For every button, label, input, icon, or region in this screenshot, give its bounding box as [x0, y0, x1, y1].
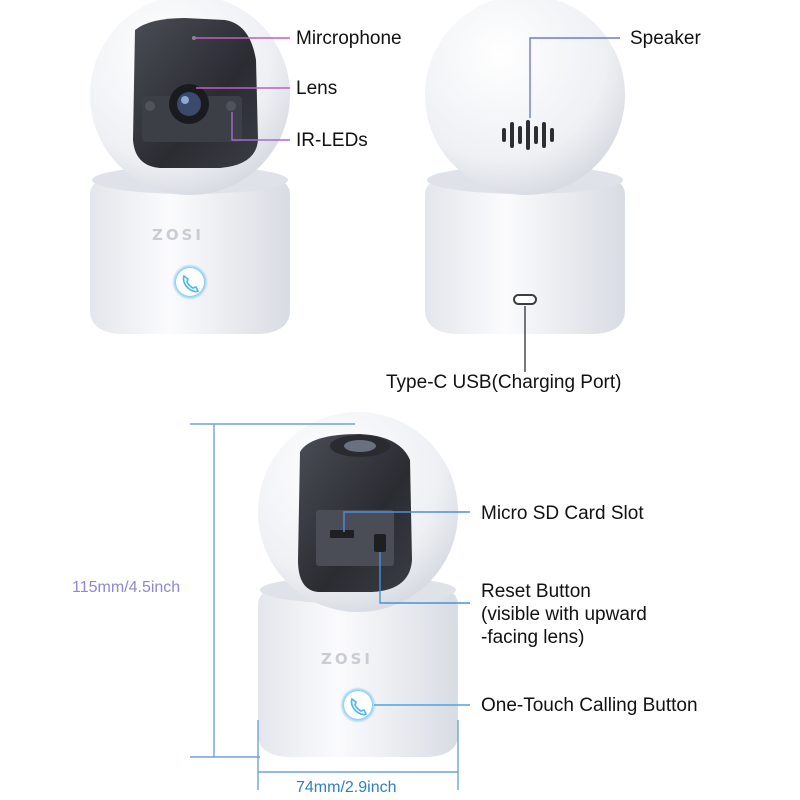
reset-button-label: Reset Button (visible with upward -facin…	[481, 580, 647, 649]
calling-button-label: One-Touch Calling Button	[481, 695, 698, 716]
width-dimension-label: 74mm/2.9inch	[296, 779, 397, 796]
sd-card-slot-icon	[330, 530, 354, 538]
sd-callout-line	[343, 511, 470, 532]
height-dimension-label: 115mm/4.5inch	[72, 579, 181, 596]
camera-front	[90, 0, 290, 334]
lens-label: Lens	[296, 78, 338, 99]
type-c-label: Type-C USB(Charging Port)	[386, 372, 622, 393]
phone-icon	[182, 274, 200, 293]
micro-sd-label: Micro SD Card Slot	[481, 503, 644, 524]
reset-label-line: -facing lens)	[481, 627, 585, 648]
microphone-icon	[192, 36, 196, 40]
reset-button-icon	[374, 534, 386, 552]
ir-leds-callout-line	[231, 112, 290, 141]
camera-back	[425, 0, 625, 334]
phone-icon	[350, 697, 368, 716]
usb-c-port-icon	[513, 294, 537, 305]
ir-led-icon	[226, 101, 236, 111]
ir-leds-label: IR-LEDs	[296, 130, 368, 151]
reset-label-line: (visible with upward	[481, 604, 647, 625]
ir-led-icon	[145, 101, 155, 111]
brand-logo: ZOSI	[152, 226, 205, 244]
brand-logo: ZOSI	[321, 650, 374, 668]
speaker-label: Speaker	[630, 28, 701, 49]
reset-label-line: Reset Button	[481, 581, 591, 602]
speaker-callout-line	[529, 37, 620, 118]
reset-callout-line	[379, 552, 470, 604]
microphone-label: Mircrophone	[296, 28, 402, 49]
speaker-grille-icon	[502, 120, 554, 150]
